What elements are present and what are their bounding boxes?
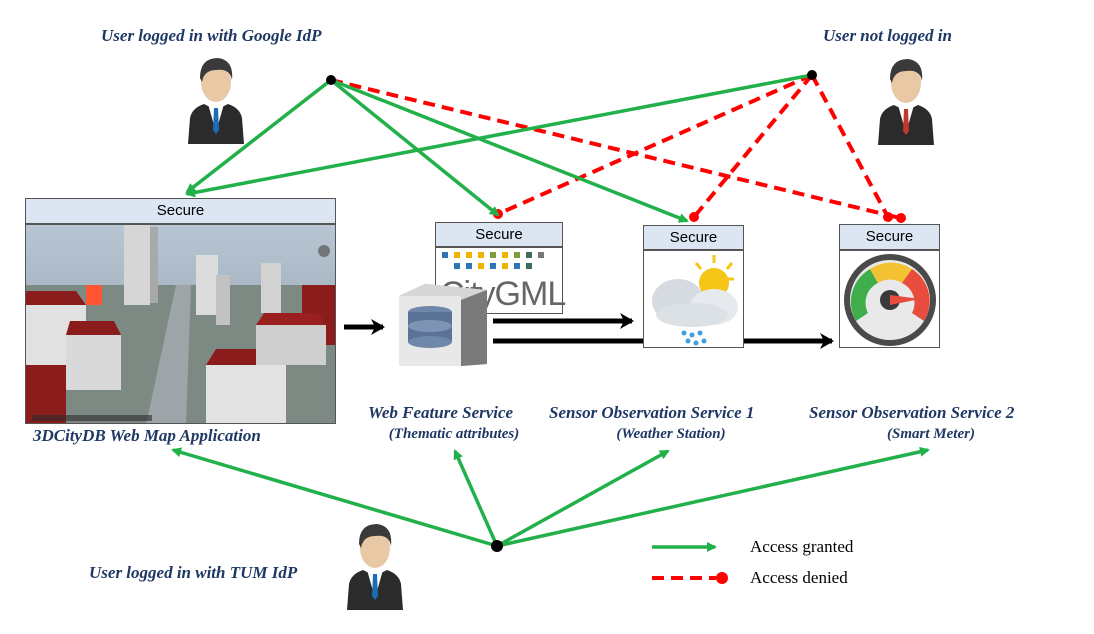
edge-google-webmap	[185, 78, 333, 194]
edge-tum-webmap	[171, 447, 498, 548]
denied-dot-sos2-a	[883, 212, 893, 222]
wfs-detail: (Thematic attributes)	[388, 426, 520, 442]
edge-google-wfs	[329, 78, 500, 217]
webmap-secure-header: Secure	[25, 198, 336, 224]
user-google-label: User logged in with Google IdP	[101, 26, 322, 45]
weather-box	[643, 250, 744, 348]
node-google	[326, 75, 336, 85]
edge-tum-sos2	[496, 446, 930, 548]
city-3d-image	[26, 225, 335, 423]
legend-denied-label: Access denied	[750, 568, 848, 587]
denied-endpoints	[493, 209, 906, 223]
denied-dot-sos2-b	[896, 213, 906, 223]
denied-edges	[330, 73, 901, 220]
edge-anon-sos1-denied	[692, 73, 814, 219]
citygml-squares	[442, 252, 544, 269]
sos1-detail: (Weather Station)	[616, 426, 726, 442]
sos1-secure-header: Secure	[643, 225, 744, 250]
edge-tum-sos1	[496, 449, 670, 548]
webmap-screenshot	[25, 224, 336, 424]
user-anonymous-label: User not logged in	[823, 26, 952, 45]
wfs-secure-header: Secure	[435, 222, 563, 247]
server-icon	[399, 284, 487, 366]
smart-meter-icon	[844, 254, 936, 346]
denied-dot-sos1	[689, 212, 699, 222]
citygml-logo: CityGML	[435, 247, 566, 314]
edge-anon-webmap	[185, 73, 813, 198]
sos1-label: Sensor Observation Service 1	[549, 403, 755, 422]
webmap-label: 3DCityDB Web Map Application	[33, 426, 261, 445]
sos2-detail: (Smart Meter)	[887, 426, 975, 442]
weather-icon	[652, 255, 738, 346]
person-google-icon	[188, 58, 244, 144]
person-tum-icon	[347, 524, 403, 610]
legend-denied-dot	[716, 572, 728, 584]
granted-edges	[171, 73, 930, 548]
edge-google-sos1	[330, 78, 689, 223]
legend-granted-label: Access granted	[750, 537, 854, 556]
sos2-secure-header: Secure	[839, 224, 940, 250]
edge-tum-wfs	[453, 449, 499, 547]
node-anonymous	[807, 70, 817, 80]
edge-anon-sos2-denied	[810, 74, 890, 218]
wfs-label: Web Feature Service	[368, 403, 514, 422]
sos2-label: Sensor Observation Service 2	[809, 403, 1015, 422]
edge-anon-wfs-denied	[497, 73, 813, 216]
node-tum	[491, 540, 503, 552]
user-tum-label: User logged in with TUM IdP	[89, 563, 298, 582]
person-anonymous-icon	[878, 59, 934, 145]
meter-box	[839, 250, 940, 348]
edge-google-sos2-denied	[330, 78, 901, 220]
